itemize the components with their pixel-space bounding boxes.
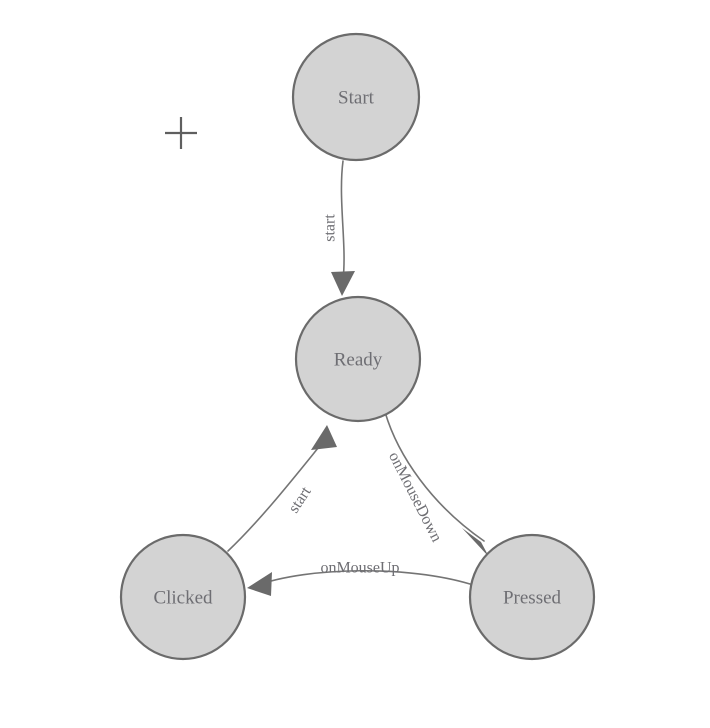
arrowhead-pressed-to-clicked — [247, 572, 272, 596]
edge-label-ready-to-pressed: onMouseDown — [385, 449, 445, 545]
edge-path-pressed-to-clicked — [254, 569, 471, 587]
node-clicked-label: Clicked — [153, 588, 213, 609]
node-start-label: Start — [338, 88, 375, 109]
node-ready-label: Ready — [334, 350, 383, 371]
edge-path-ready-to-pressed — [384, 411, 485, 542]
edge-label-start-to-ready: start — [322, 214, 339, 242]
node-pressed[interactable]: Pressed — [468, 533, 596, 661]
edge-label-pressed-to-clicked: onMouseUp — [320, 560, 399, 577]
node-clicked[interactable]: Clicked — [119, 533, 247, 661]
node-start[interactable]: Start — [291, 32, 421, 162]
edge-pressed-to-clicked[interactable]: onMouseUp — [247, 560, 471, 597]
node-clicked-circle[interactable] — [119, 533, 247, 661]
edge-clicked-to-ready[interactable]: start — [227, 425, 337, 552]
edge-path-start-to-ready — [340, 160, 345, 281]
edge-start-to-ready[interactable]: start — [322, 160, 356, 296]
node-pressed-circle[interactable] — [468, 533, 596, 661]
node-ready-circle[interactable] — [294, 295, 422, 423]
crosshair-icon — [165, 117, 197, 149]
arrowhead-ready-to-pressed — [462, 528, 489, 557]
arrowhead-clicked-to-ready — [311, 425, 337, 450]
edge-ready-to-pressed[interactable]: onMouseDown — [384, 411, 489, 557]
node-start-circle[interactable] — [291, 32, 421, 162]
edge-label-clicked-to-ready: start — [285, 483, 315, 516]
arrowhead-start-to-ready — [331, 271, 355, 296]
node-ready[interactable]: Ready — [294, 295, 422, 423]
node-pressed-label: Pressed — [503, 588, 562, 609]
